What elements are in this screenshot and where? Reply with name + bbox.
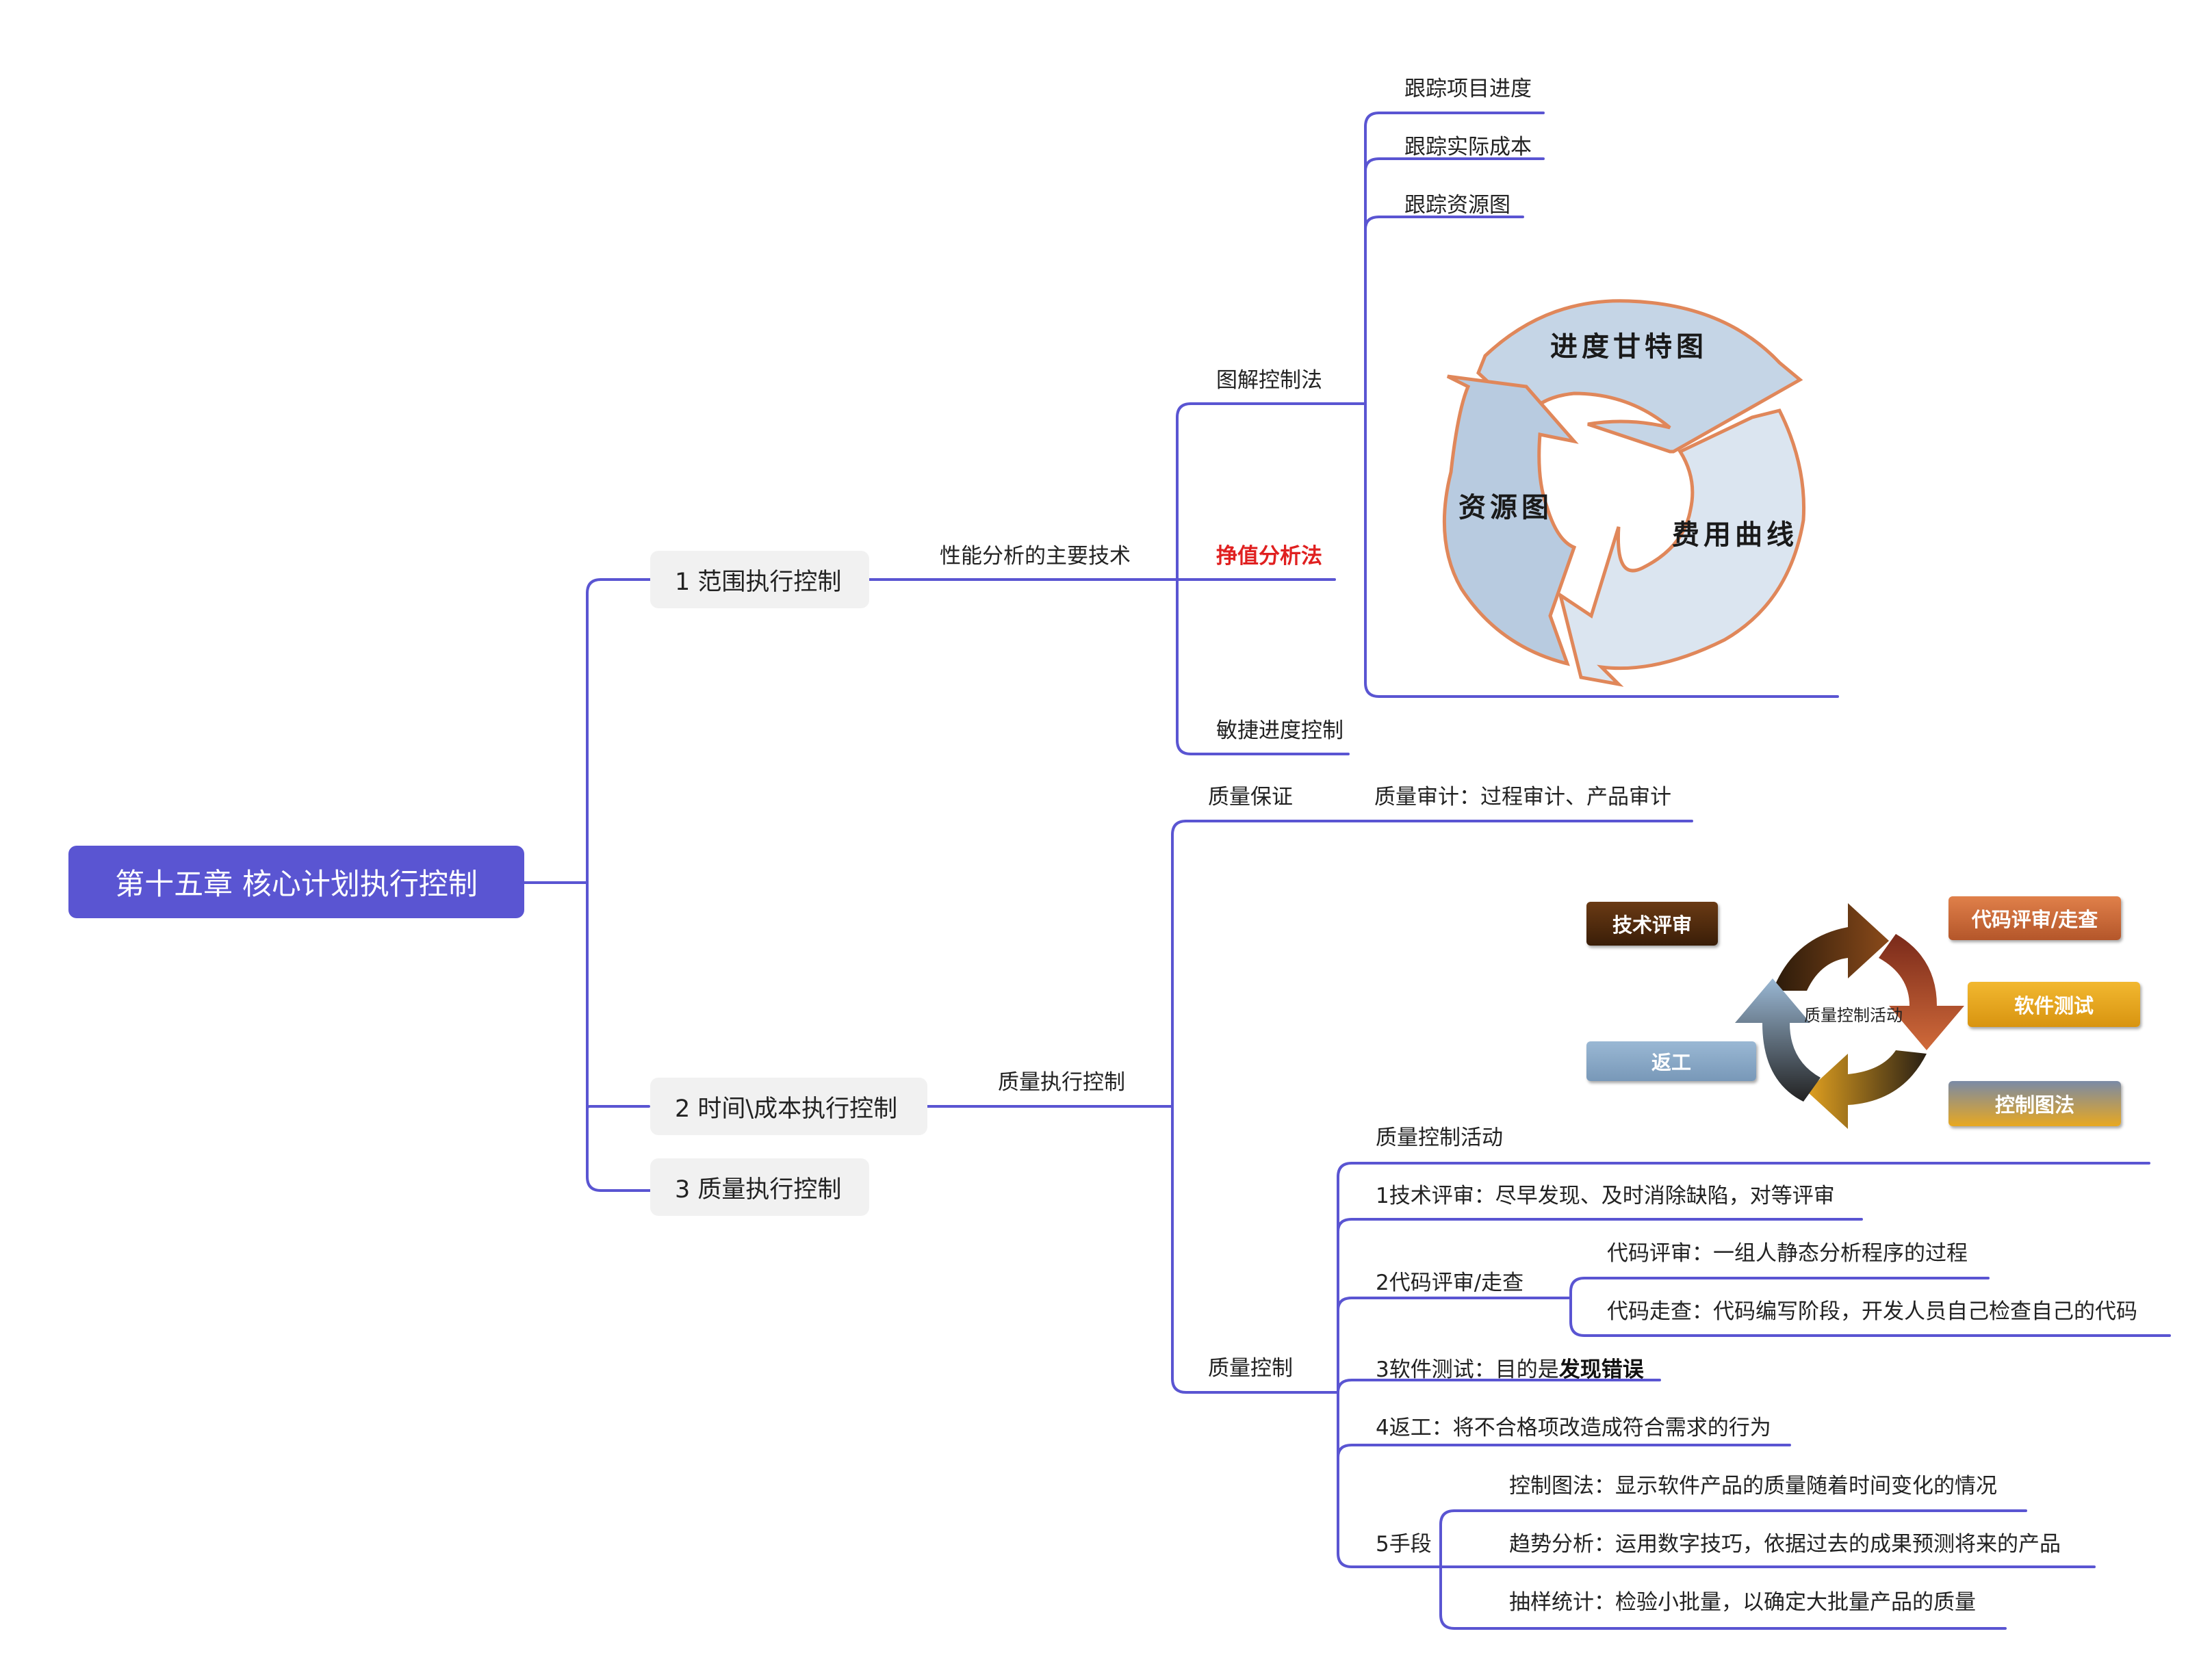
node-control-chart[interactable]: 控制图法：显示软件产品的质量随着时间变化的情况: [1509, 1474, 1997, 1498]
software-testing-emphasis: 发现错误: [1558, 1357, 1644, 1382]
schedule-cycle-diagram: 进度甘特图 费用曲线 资源图: [1442, 299, 1806, 687]
branch-quality-control[interactable]: 3 质量执行控制: [650, 1158, 869, 1216]
ring-arrow-left: [1735, 978, 1821, 1102]
cycle-label-resource: 资源图: [1458, 491, 1553, 523]
node-trend-analysis[interactable]: 趋势分析：运用数字技巧，依据过去的成果预测将来的产品: [1509, 1532, 2061, 1557]
ring-arrow-bottom: [1807, 1050, 1927, 1129]
node-quality-assurance[interactable]: 质量保证: [1208, 785, 1293, 809]
node-earned-value[interactable]: 挣值分析法: [1216, 544, 1322, 569]
cycle-arrow-cost: [1558, 408, 1806, 687]
node-software-testing[interactable]: 3软件测试：目的是发现错误: [1376, 1356, 1644, 1383]
node-performance-analysis[interactable]: 性能分析的主要技术: [940, 544, 1131, 569]
cycle-label-gantt: 进度甘特图: [1550, 330, 1708, 363]
node-tech-review[interactable]: 1技术评审：尽早发现、及时消除缺陷，对等评审: [1376, 1184, 1835, 1208]
cycle-arrow-gantt: [1476, 299, 1803, 454]
node-quality-control[interactable]: 质量控制: [1208, 1356, 1293, 1381]
chip-tech-review: 技术评审: [1586, 902, 1718, 946]
root-topic[interactable]: 第十五章 核心计划执行控制: [68, 846, 524, 918]
ring-arrow-top: [1773, 903, 1889, 991]
node-track-cost[interactable]: 跟踪实际成本: [1404, 135, 1532, 159]
software-testing-text: 3软件测试：目的是: [1376, 1357, 1559, 1382]
chip-software-testing: 软件测试: [1968, 982, 2140, 1027]
node-code-review-walkthrough[interactable]: 2代码评审/走查: [1376, 1271, 1524, 1295]
chip-code-review: 代码评审/走查: [1949, 896, 2121, 940]
node-quality-execution[interactable]: 质量执行控制: [998, 1070, 1125, 1095]
node-code-walkthrough[interactable]: 代码走查：代码编写阶段，开发人员自己检查自己的代码: [1607, 1299, 2137, 1324]
chip-rework: 返工: [1586, 1041, 1756, 1081]
node-code-review[interactable]: 代码评审：一组人静态分析程序的过程: [1607, 1241, 1968, 1266]
node-means[interactable]: 5手段: [1376, 1532, 1432, 1557]
quality-activity-ring: 质量控制活动: [1735, 903, 1964, 1129]
node-track-resource[interactable]: 跟踪资源图: [1404, 193, 1510, 218]
node-rework[interactable]: 4返工：将不合格项改造成符合需求的行为: [1376, 1416, 1771, 1440]
branch-scope-control[interactable]: 1 范围执行控制: [650, 551, 869, 608]
connector-lines: [523, 112, 2171, 1630]
node-graphical-control[interactable]: 图解控制法: [1216, 368, 1322, 393]
chip-control-chart: 控制图法: [1949, 1081, 2121, 1126]
cycle-arrow-resource: [1442, 374, 1579, 666]
node-qc-activities[interactable]: 质量控制活动: [1376, 1126, 1503, 1150]
node-quality-audit[interactable]: 质量审计：过程审计、产品审计: [1374, 785, 1671, 809]
cycle-label-cost: 费用曲线: [1672, 519, 1798, 551]
branch-time-cost-control[interactable]: 2 时间\成本执行控制: [650, 1078, 927, 1135]
node-agile-schedule[interactable]: 敏捷进度控制: [1216, 718, 1343, 743]
ring-arrow-right: [1879, 934, 1964, 1050]
node-sampling[interactable]: 抽样统计：检验小批量，以确定大批量产品的质量: [1509, 1590, 1976, 1615]
ring-center-label: 质量控制活动: [1804, 1006, 1903, 1025]
node-track-progress[interactable]: 跟踪项目进度: [1404, 77, 1532, 101]
